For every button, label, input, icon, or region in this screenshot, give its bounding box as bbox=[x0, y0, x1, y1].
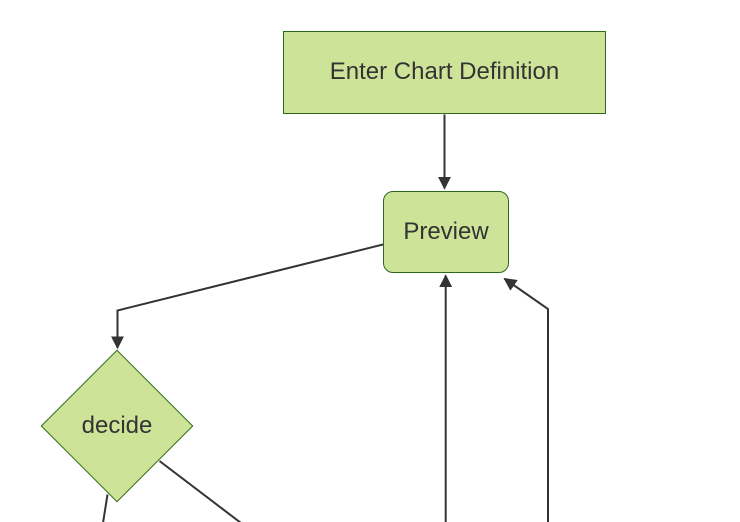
node-preview: Preview bbox=[383, 191, 509, 273]
edge-offscreen-bottom-to-preview-corner bbox=[503, 277, 549, 522]
node-enter-chart-definition-label: Enter Chart Definition bbox=[329, 58, 560, 86]
edge-decide-to-offscreen-bottom-right bbox=[158, 460, 242, 522]
edge-preview-to-decide bbox=[111, 243, 384, 350]
node-decide: decide bbox=[40, 349, 194, 503]
node-preview-label: Preview bbox=[403, 217, 489, 245]
edge-decide-to-offscreen-bottom-left bbox=[102, 494, 109, 522]
node-decide-label: decide bbox=[81, 412, 153, 439]
node-enter-chart-definition: Enter Chart Definition bbox=[283, 31, 606, 114]
